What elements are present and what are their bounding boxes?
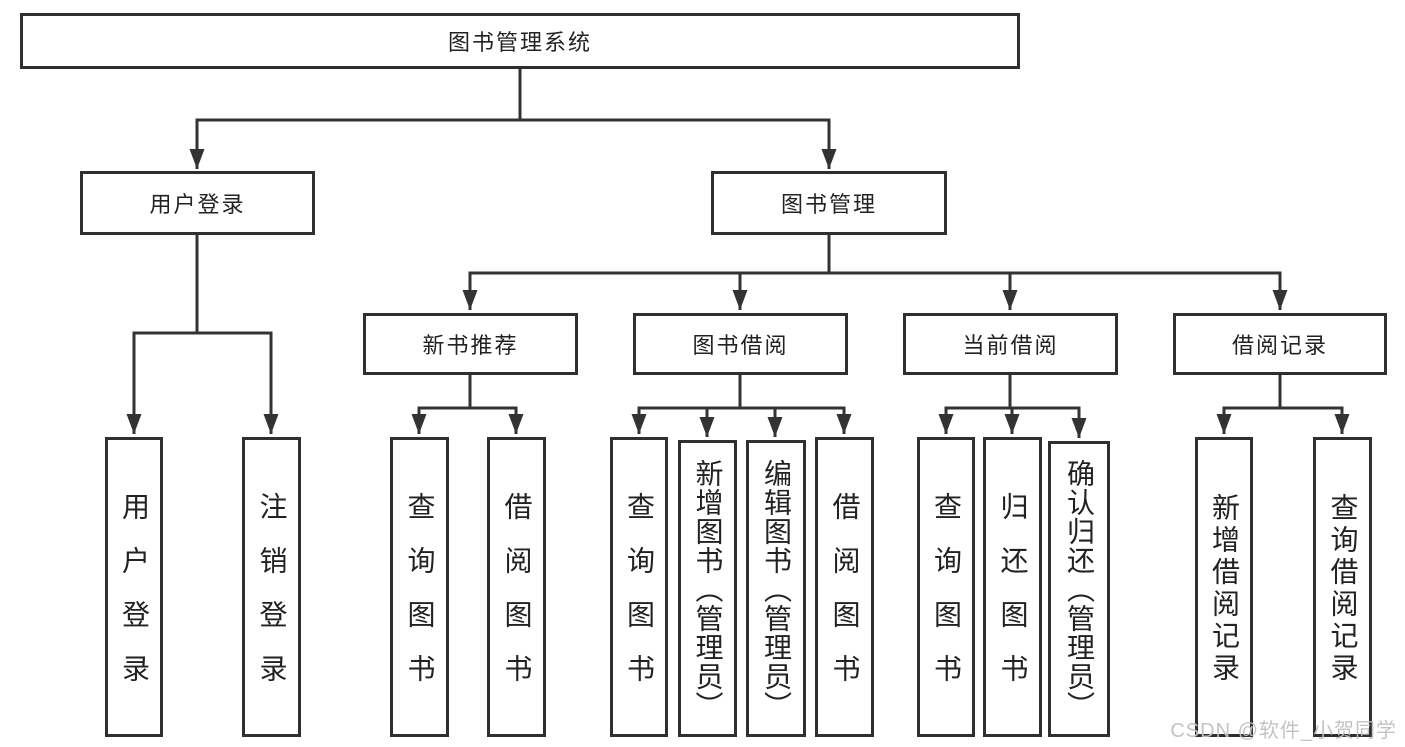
leaf-logout-label: 注销登录	[256, 492, 288, 708]
leaf-edit-book-admin: 编辑图书（管理员）	[746, 440, 806, 737]
node-user-login-label: 用户登录	[149, 192, 246, 217]
leaf-borrow-books-recommend-label: 借阅图书	[501, 492, 533, 708]
leaf-query-books-borrow: 查询图书	[610, 437, 668, 737]
leaf-add-book-admin-label: 新增图书（管理员）	[692, 458, 724, 720]
leaf-query-books-recommend-label: 查询图书	[404, 492, 436, 708]
leaf-borrow-books-label: 借阅图书	[829, 492, 861, 708]
leaf-edit-book-admin-label: 编辑图书（管理员）	[761, 458, 792, 720]
leaf-confirm-return-admin: 确认归还（管理员）	[1048, 441, 1110, 737]
leaf-query-books-current-label: 查询图书	[931, 492, 962, 708]
leaf-borrow-books: 借阅图书	[815, 437, 874, 737]
node-book-management: 图书管理	[711, 171, 947, 235]
node-user-login: 用户登录	[80, 171, 315, 235]
csdn-watermark: CSDN @软件_小贺同学	[1170, 720, 1397, 742]
node-current-borrow-label: 当前借阅	[962, 333, 1059, 358]
leaf-query-books-recommend: 查询图书	[390, 437, 449, 737]
leaf-add-borrow-record-label: 新增借阅记录	[1209, 493, 1240, 685]
leaf-user-login: 用户登录	[105, 437, 163, 737]
node-new-book-recommend: 新书推荐	[363, 313, 578, 375]
leaf-add-borrow-record: 新增借阅记录	[1195, 437, 1253, 737]
node-root-label: 图书管理系统	[447, 30, 592, 55]
leaf-return-book-label: 归还图书	[997, 492, 1029, 708]
node-book-borrow-label: 图书借阅	[692, 333, 789, 358]
node-new-book-recommend-label: 新书推荐	[422, 333, 519, 358]
node-root: 图书管理系统	[20, 13, 1020, 69]
node-borrow-record: 借阅记录	[1173, 313, 1387, 375]
leaf-query-books-borrow-label: 查询图书	[624, 492, 655, 708]
leaf-query-books-current: 查询图书	[917, 437, 975, 737]
leaf-confirm-return-admin-label: 确认归还（管理员）	[1064, 459, 1095, 720]
leaf-query-borrow-record-label: 查询借阅记录	[1327, 493, 1359, 685]
node-book-management-label: 图书管理	[780, 192, 877, 217]
node-current-borrow: 当前借阅	[903, 313, 1118, 375]
leaf-logout: 注销登录	[242, 437, 301, 737]
node-borrow-record-label: 借阅记录	[1231, 333, 1328, 358]
leaf-return-book: 归还图书	[983, 437, 1042, 737]
leaf-query-borrow-record: 查询借阅记录	[1313, 437, 1372, 737]
node-book-borrow: 图书借阅	[633, 313, 848, 375]
leaf-user-login-label: 用户登录	[119, 492, 150, 708]
leaf-add-book-admin: 新增图书（管理员）	[678, 440, 737, 737]
leaf-borrow-books-recommend: 借阅图书	[487, 437, 546, 737]
